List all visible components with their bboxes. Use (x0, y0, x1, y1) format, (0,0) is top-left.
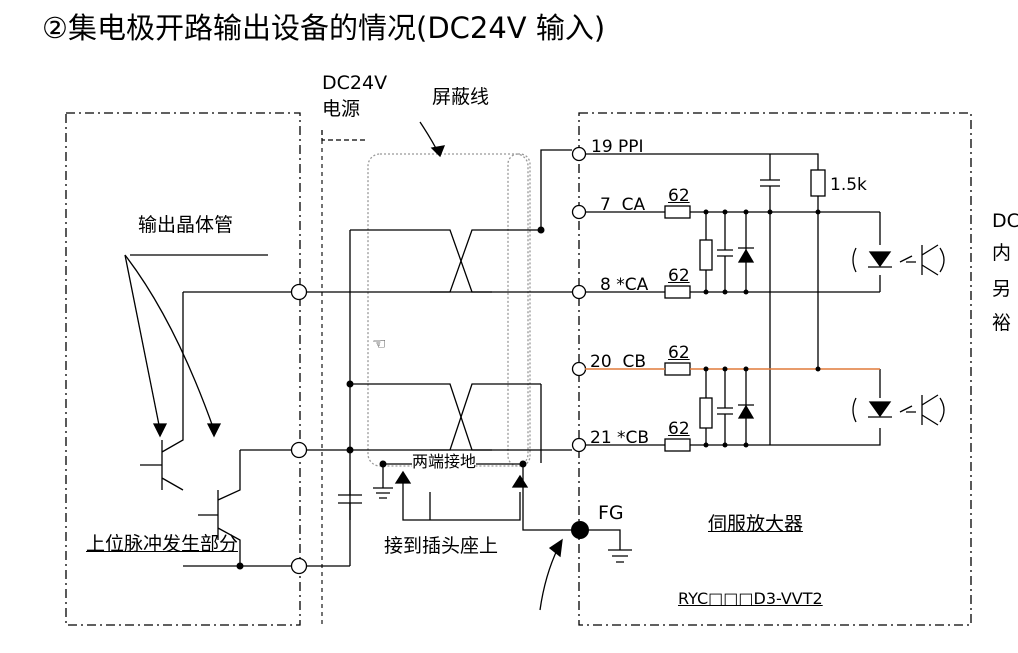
pin-8-label: 8 *CA (600, 275, 649, 295)
model-label: RYC□□□D3-VVT2 (678, 589, 823, 608)
left-terminal-3 (290, 557, 308, 575)
shield-outline (367, 153, 529, 467)
power-label: 电源 (322, 98, 361, 120)
servo-amp-label: 伺服放大器 (708, 513, 804, 535)
output-transistor-label: 输出晶体管 (138, 214, 234, 236)
fg-terminal (571, 521, 589, 539)
resistor-1k5-label: 1.5k (830, 175, 867, 195)
side-note-line: 裕 (992, 312, 1012, 334)
dc24v-label: DC24V (322, 72, 388, 94)
hand-cursor-icon: ☜ (372, 334, 387, 353)
resistor-62-label: 62 (668, 266, 690, 286)
pin-20-label: 20 CB (590, 352, 646, 372)
resistor-62-label: 62 (668, 419, 690, 439)
left-terminal-2 (290, 441, 308, 459)
page-title: ②集电极开路输出设备的情况(DC24V 输入) (42, 11, 606, 45)
fg-label: FG (598, 502, 624, 524)
shield-label: 屏蔽线 (432, 86, 490, 108)
connect-plug-label: 接到插头座上 (384, 535, 499, 557)
shield-inner (507, 153, 531, 467)
host-pulse-box (65, 112, 301, 626)
left-terminal-1 (290, 283, 308, 301)
pin-7-label: 7 CA (600, 195, 646, 215)
resistor-62-label: 62 (668, 343, 690, 363)
host-pulse-label: 上位脉冲发生部分 (86, 533, 239, 555)
side-note-line: 另 (992, 278, 1012, 300)
pin-21-label: 21 *CB (590, 428, 650, 448)
resistor-62-label: 62 (668, 186, 690, 206)
side-note-line: DC (992, 210, 1018, 232)
side-note-line: 内 (992, 242, 1012, 264)
both-ends-ground-label: 两端接地 (412, 452, 477, 471)
pin-19-label: 19 PPI (591, 137, 644, 157)
